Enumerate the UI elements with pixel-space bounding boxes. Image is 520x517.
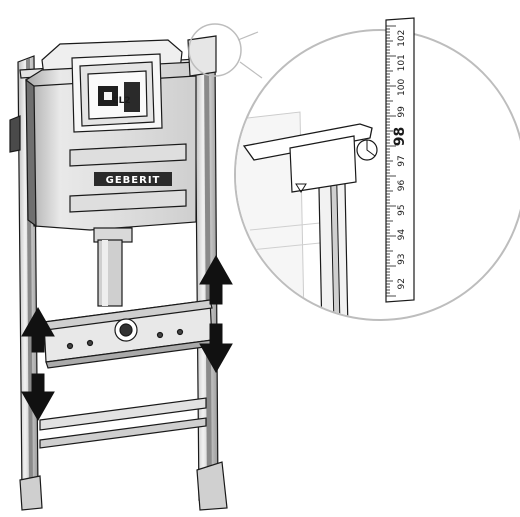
- concealed-cistern: CL2 GEBERIT: [9, 39, 197, 231]
- lower-crossbars: [39, 397, 207, 449]
- ruler-label: 97: [397, 155, 407, 166]
- zoom-callout: 102 101 100 99 98 97 96 95 94 93 92: [234, 17, 520, 321]
- left-height-arrow: [21, 306, 55, 422]
- left-arrow-up-icon: [21, 306, 55, 353]
- ruler-label: 101: [397, 54, 407, 71]
- zoomed-bracket: [242, 123, 373, 161]
- cistern-badge: CL2: [112, 96, 131, 106]
- measuring-tape: 102 101 100 99 98 97 96 95 94 93 92: [385, 17, 415, 303]
- ruler-label: 94: [397, 229, 407, 241]
- geberit-logo-plate: [94, 172, 172, 186]
- ruler-label: 95: [397, 204, 407, 215]
- right-height-arrow: [199, 254, 233, 374]
- drain-pipe: [93, 227, 133, 307]
- ruler-label: 92: [397, 278, 407, 289]
- right-arrow-down-icon: [199, 323, 233, 374]
- ruler-label: 96: [397, 180, 407, 192]
- ruler-labels: 102 101 100 99 98 97 96 95 94 93 92: [392, 30, 408, 290]
- ruler-label: 102: [397, 30, 407, 47]
- right-arrow-up-icon: [199, 254, 233, 305]
- left-foot: [19, 475, 43, 511]
- detail-marker: [187, 23, 263, 79]
- ruler-label: 93: [397, 253, 407, 264]
- ruler-label-highlighted: 98: [392, 127, 408, 146]
- right-foot: [196, 461, 228, 511]
- left-arrow-down-icon: [21, 373, 55, 422]
- level-marker-icon: [295, 183, 307, 193]
- ruler-label: 99: [397, 106, 407, 118]
- geberit-logo: GEBERIT: [106, 175, 161, 186]
- ruler-label: 100: [397, 79, 407, 96]
- ruler-ticks: [386, 25, 396, 297]
- mounting-bracket: [43, 299, 213, 369]
